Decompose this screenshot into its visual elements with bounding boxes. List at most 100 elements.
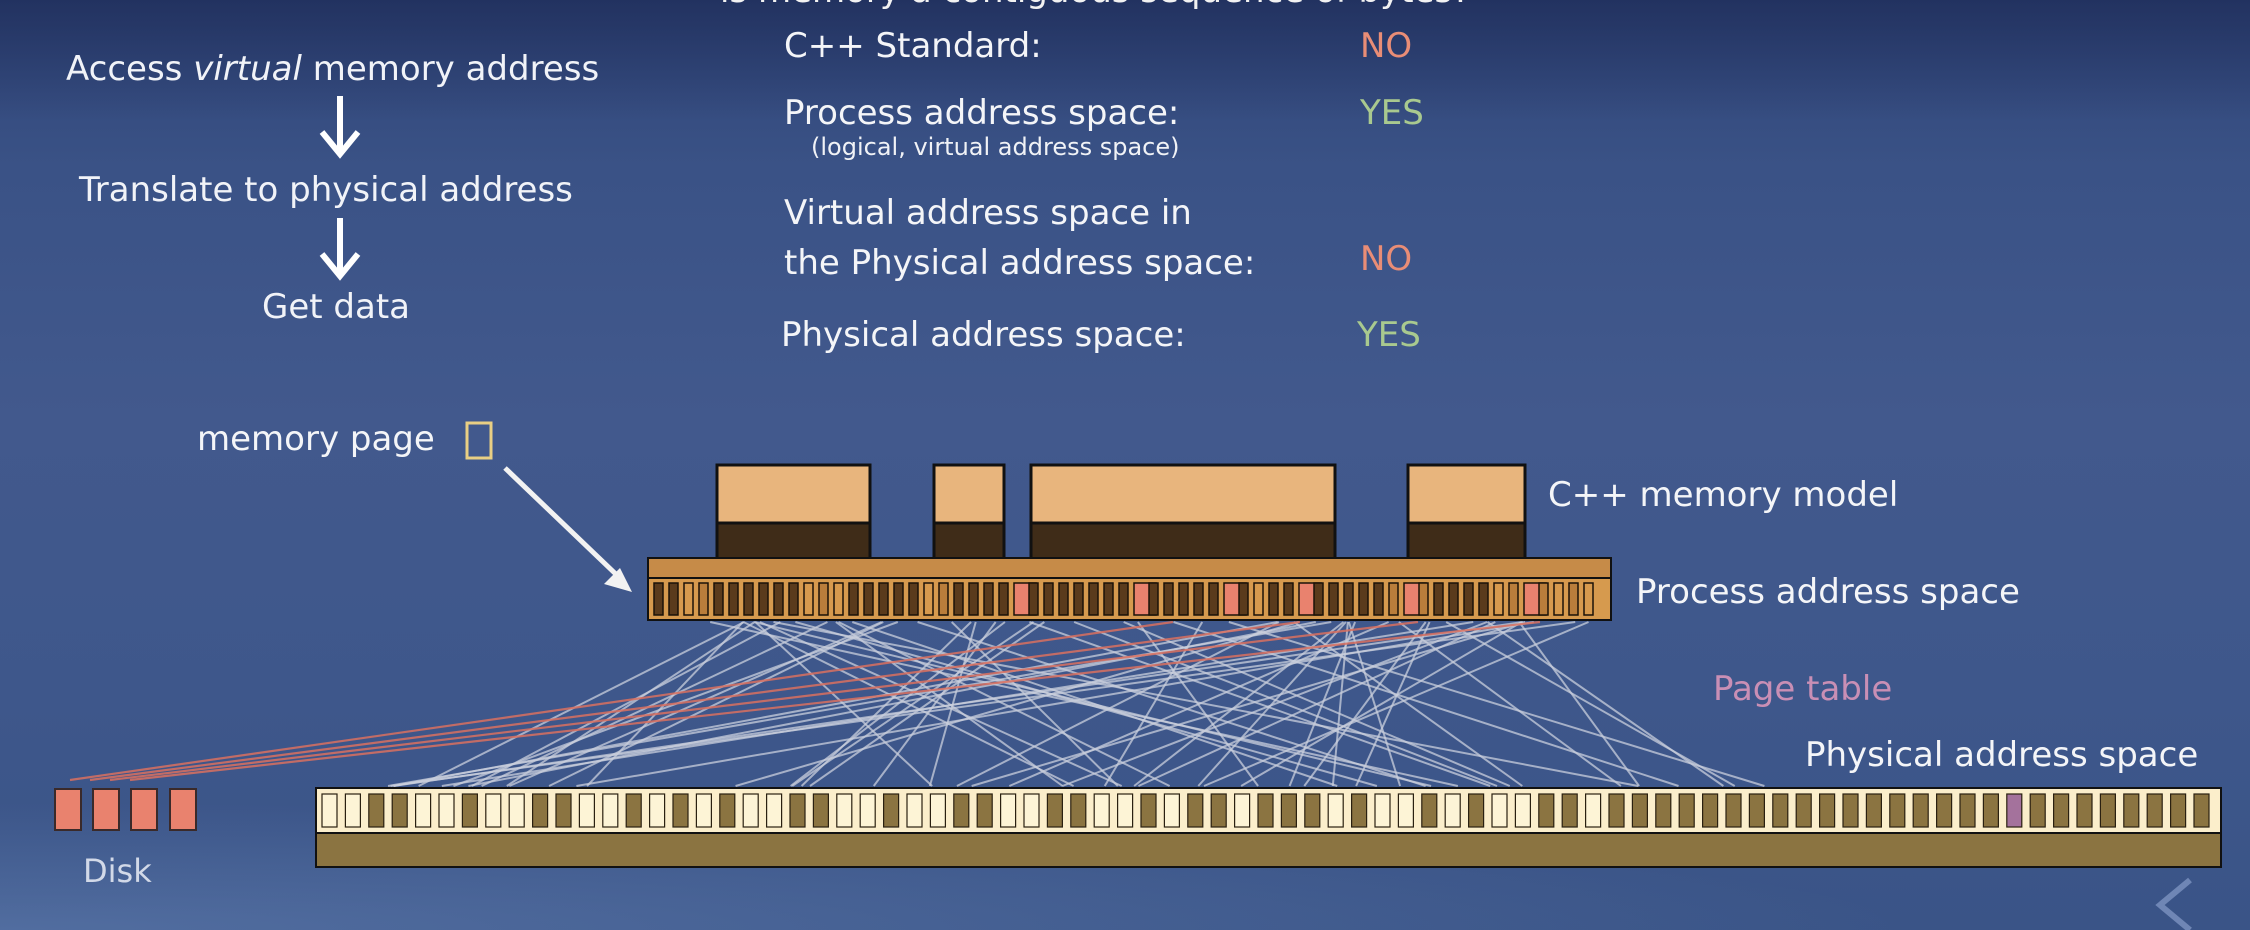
down-arrow-icon	[319, 218, 361, 281]
physical-frame	[1631, 793, 1649, 828]
page-table-line	[735, 621, 1300, 787]
physical-frame	[1912, 793, 1929, 828]
top-shadow	[0, 0, 2250, 120]
question-virtual-in-physical-line2: the Physical address space:	[784, 243, 1256, 283]
process-page	[1433, 582, 1444, 616]
page-table-line	[743, 621, 1075, 787]
process-page	[1313, 582, 1324, 616]
process-page	[1268, 582, 1279, 616]
page-table-line	[1133, 621, 1345, 787]
process-page	[833, 582, 844, 616]
process-page	[743, 582, 754, 616]
disk-page	[169, 788, 197, 831]
page-table-line	[1008, 621, 1389, 787]
process-address-space-pages	[653, 582, 1594, 616]
flow-step-translate: Translate to physical address	[79, 170, 573, 210]
process-page	[1118, 582, 1129, 616]
page-table-line	[754, 621, 933, 787]
chevron-left-icon	[2155, 877, 2192, 930]
physical-frame	[1467, 793, 1485, 828]
physical-frame	[1280, 793, 1298, 828]
physical-frame	[1701, 793, 1719, 828]
physical-frame	[1655, 793, 1672, 828]
process-page	[1028, 582, 1039, 616]
physical-frame	[812, 793, 830, 828]
physical-frame	[1210, 793, 1227, 828]
process-page	[1283, 582, 1294, 616]
physical-frame	[1865, 793, 1883, 828]
process-page	[1373, 582, 1384, 616]
physical-frame	[1725, 793, 1742, 828]
process-page	[1538, 582, 1549, 616]
process-page	[773, 582, 784, 616]
process-page	[1508, 582, 1519, 616]
cpp-block-top-2	[932, 463, 1006, 525]
process-page	[1493, 582, 1504, 616]
question-physical-space: Physical address space:	[781, 315, 1186, 355]
physical-frame	[1561, 793, 1578, 828]
physical-frame	[1889, 793, 1906, 828]
physical-frame	[2006, 793, 2023, 828]
physical-frame	[789, 793, 806, 828]
process-page	[908, 582, 919, 616]
physical-frame	[1163, 793, 1181, 828]
page-table-disk-line	[69, 620, 1174, 782]
process-page	[788, 582, 799, 616]
physical-frame	[2053, 793, 2070, 828]
process-page	[818, 582, 829, 616]
process-page	[1343, 582, 1354, 616]
physical-frame	[1023, 793, 1040, 828]
page-table-line	[481, 621, 828, 787]
process-page	[1253, 582, 1264, 616]
physical-frame	[742, 793, 759, 828]
process-address-space-base	[647, 557, 1612, 581]
physical-frame	[1187, 793, 1204, 828]
physical-frame	[485, 793, 502, 828]
physical-frame	[2193, 793, 2210, 828]
physical-frame	[1818, 793, 1836, 828]
page-table-line	[1288, 621, 1356, 787]
process-page	[1553, 582, 1564, 616]
flow-step-access-post: memory address	[301, 49, 600, 89]
physical-frame	[1046, 793, 1064, 828]
process-page	[893, 582, 904, 616]
physical-frame	[2123, 793, 2140, 828]
page-table-line	[1173, 621, 1679, 787]
process-page	[1163, 582, 1174, 616]
page-table-line	[1073, 621, 1498, 787]
slide-heading-cut: is memory a contiguous sequence of bytes…	[720, 0, 1470, 8]
physical-frame	[344, 793, 361, 828]
page-table-line	[1228, 621, 1765, 787]
answer-virtual-in-physical: NO	[1360, 239, 1413, 279]
process-page	[698, 582, 709, 616]
process-page	[683, 582, 694, 616]
process-page	[953, 582, 964, 616]
page-table-line	[471, 621, 781, 787]
physical-frame	[1327, 793, 1344, 828]
process-page	[1418, 582, 1429, 616]
answer-cpp-standard: NO	[1360, 26, 1413, 66]
page-table-line	[1203, 621, 1589, 787]
physical-frame	[1233, 793, 1251, 828]
physical-frame	[1140, 793, 1157, 828]
physical-frame	[531, 793, 549, 828]
physical-frame	[1116, 793, 1134, 828]
physical-frame	[929, 793, 947, 828]
process-page	[758, 582, 769, 616]
page-table-line	[917, 621, 1426, 787]
memory-page-icon	[465, 421, 493, 460]
physical-frame	[672, 793, 689, 828]
question-process-space-sublabel: (logical, virtual address space)	[811, 133, 1180, 161]
process-page	[1088, 582, 1099, 616]
answer-physical-space: YES	[1357, 315, 1421, 355]
physical-frame	[836, 793, 853, 828]
memory-page-label: memory page	[197, 419, 435, 459]
physical-frame	[2029, 793, 2046, 828]
physical-frame	[999, 793, 1017, 828]
physical-frame	[1935, 793, 1953, 828]
physical-frame	[1772, 793, 1789, 828]
physical-frame	[1093, 793, 1110, 828]
physical-frame	[1304, 793, 1321, 828]
process-page	[803, 582, 814, 616]
disk-page	[92, 788, 120, 831]
